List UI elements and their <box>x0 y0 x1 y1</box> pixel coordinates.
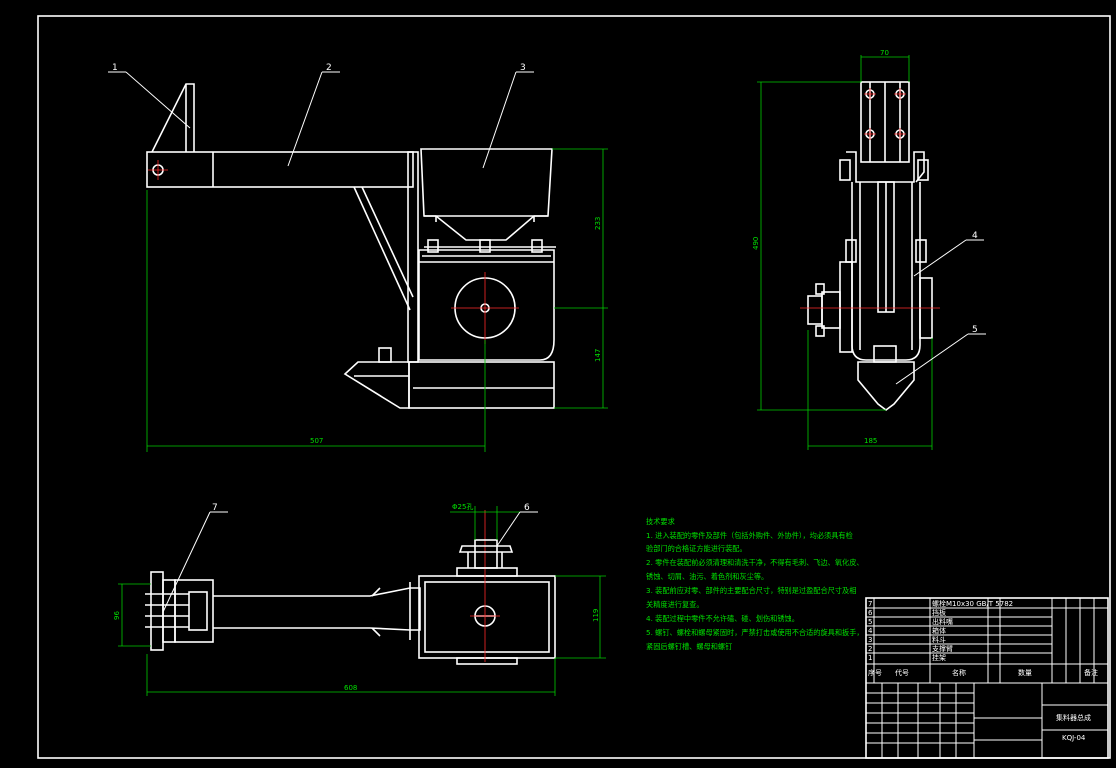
balloon-labels: 1 2 3 4 5 6 7 <box>112 63 978 513</box>
notes-line: 验部门的合格证方能进行装配。 <box>646 544 747 553</box>
balloon-1: 1 <box>112 63 118 73</box>
notes-line: 1. 进入装配的零件及部件（包括外购件、外协件），均必须具有检 <box>646 531 853 540</box>
technical-notes: 技术要求 1. 进入装配的零件及部件（包括外购件、外协件），均必须具有检 验部门… <box>646 517 864 651</box>
bom-header-note: 备注 <box>1084 668 1098 677</box>
notes-line: 5. 螺钉、螺栓和螺母紧固时，严禁打击或使用不合适的旋具和扳手， <box>646 628 864 637</box>
notes-line: 2. 零件在装配前必须清理和清洗干净，不得有毛刺、飞边、氧化皮、 <box>646 558 864 567</box>
balloon-6: 6 <box>524 503 530 513</box>
bom-row-no: 3 <box>868 636 872 644</box>
drawing-code: KQJ-04 <box>1062 734 1086 742</box>
bom-header-no: 序号 <box>868 668 882 677</box>
dim-side-top-width: 70 <box>880 49 889 57</box>
dim-top-left-height: 96 <box>113 611 121 620</box>
bom-row-name: 箱体 <box>932 626 946 635</box>
title-block-frame <box>865 597 1109 759</box>
notes-line: 紧固后螺钉槽、螺母和螺钉 <box>646 642 732 651</box>
dim-side-height: 490 <box>752 237 760 250</box>
bom-row-name: 挂架 <box>932 653 946 662</box>
bom-row-no: 4 <box>868 627 873 635</box>
dim-front-height-lower: 147 <box>594 349 602 362</box>
dim-front-length: 507 <box>310 437 323 445</box>
bom-row-no: 1 <box>868 654 872 662</box>
drawing-name: 集料器总成 <box>1056 713 1091 722</box>
dimension-labels: 233 147 507 70 490 185 608 96 119 Φ25孔 <box>113 49 889 692</box>
notes-title: 技术要求 <box>646 517 675 526</box>
dim-top-diameter: Φ25孔 <box>452 503 473 511</box>
dim-front-height-upper: 233 <box>594 217 602 230</box>
sheet-border <box>37 15 1111 759</box>
bom-header-code: 代号 <box>895 668 909 677</box>
dim-side-bottom-width: 185 <box>864 437 877 445</box>
bom-row-name: 支撑臂 <box>932 644 953 653</box>
bom-row-no: 2 <box>868 645 872 653</box>
balloon-5: 5 <box>972 325 978 335</box>
bom-row-name: 螺栓M10x30 GB/T 5782 <box>932 599 1013 608</box>
bom-row-no: 5 <box>868 618 872 626</box>
balloon-3: 3 <box>520 63 526 73</box>
dim-top-right-height: 119 <box>592 609 600 622</box>
leader-lines <box>108 71 986 613</box>
title-block: 序号 代号 名称 数量 备注 7 螺栓M10x30 GB/T 5782 6 挡板… <box>868 599 1098 742</box>
notes-line: 关精度进行复查。 <box>646 600 704 609</box>
bom-row-name: 料斗 <box>932 635 946 644</box>
balloon-4: 4 <box>972 231 978 241</box>
side-view <box>757 55 940 450</box>
notes-line: 锈蚀、切屑、油污、着色剂和灰尘等。 <box>646 572 768 581</box>
front-view <box>146 83 608 452</box>
dim-top-length: 608 <box>344 684 357 692</box>
balloon-7: 7 <box>212 503 218 513</box>
bom-row-name: 出料嘴 <box>932 617 953 626</box>
notes-line: 4. 装配过程中零件不允许磕、碰、划伤和锈蚀。 <box>646 614 799 623</box>
bom-row-name: 挡板 <box>932 608 946 617</box>
bom-header-qty: 数量 <box>1018 668 1032 677</box>
bom-header-name: 名称 <box>952 668 966 677</box>
notes-line: 3. 装配前应对零、部件的主要配合尺寸，特别是过盈配合尺寸及相 <box>646 586 856 595</box>
bom-row-no: 6 <box>868 609 873 617</box>
bom-row-no: 7 <box>868 600 872 608</box>
balloon-2: 2 <box>326 63 332 73</box>
top-view <box>118 506 606 696</box>
